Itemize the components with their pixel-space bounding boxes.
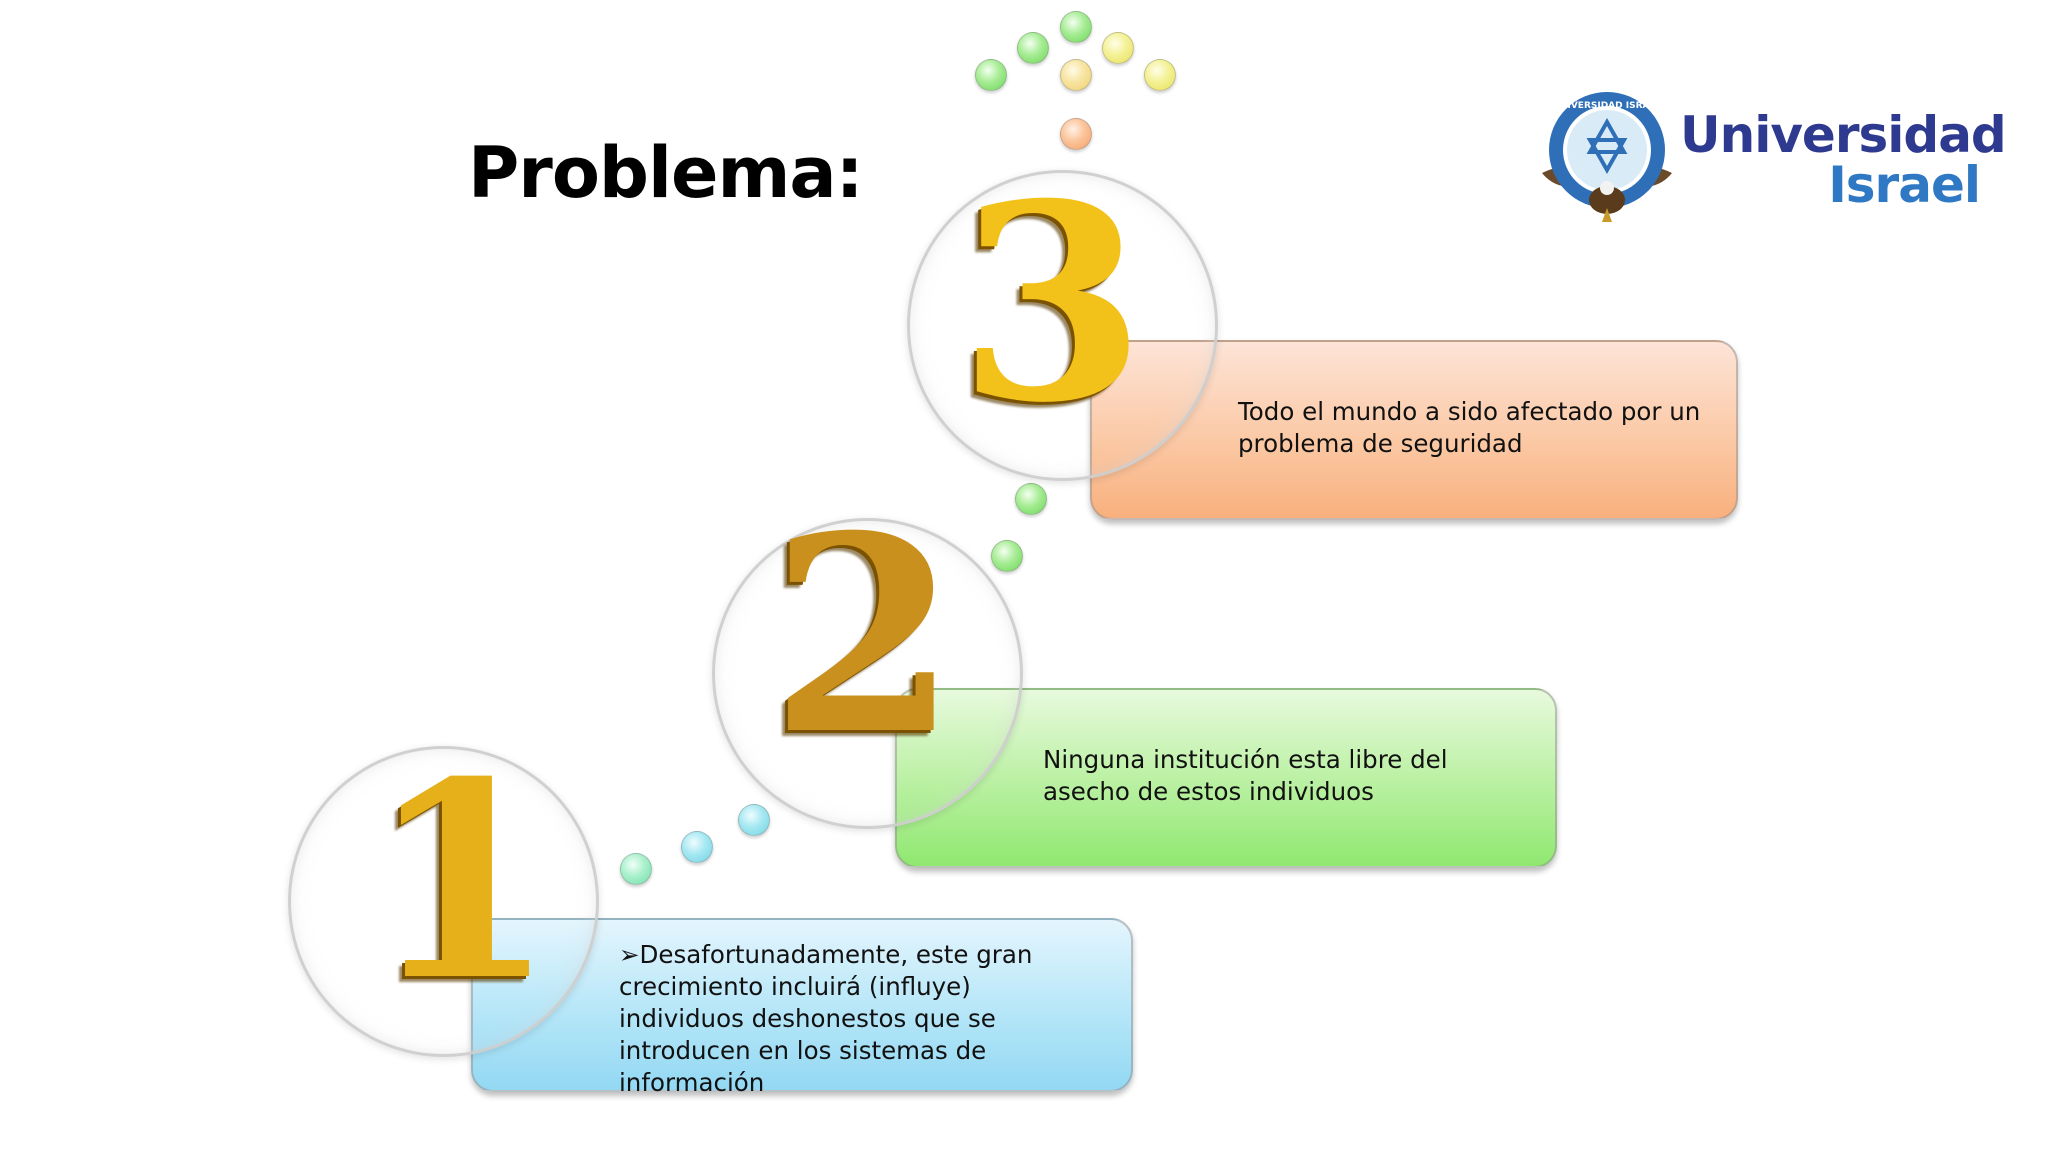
university-seal-icon: UNIVERSIDAD ISRAEL: [1542, 92, 1672, 222]
logo-wordmark: Universidad Israel: [1680, 106, 2007, 214]
logo-line-1: Universidad: [1680, 106, 2007, 164]
step-2-number: 2: [770, 476, 958, 794]
decor-dot: [681, 831, 713, 863]
decor-dot: [1102, 32, 1134, 64]
decor-dot: [1017, 32, 1049, 64]
step-3-circle: [907, 170, 1218, 481]
slide-title: Problema:: [468, 132, 864, 214]
university-logo: UNIVERSIDAD ISRAEL Universidad Israel: [1532, 88, 2007, 228]
svg-text:UNIVERSIDAD ISRAEL: UNIVERSIDAD ISRAEL: [1553, 101, 1662, 111]
step-1-circle: [288, 746, 599, 1057]
decor-dot: [991, 540, 1023, 572]
decor-dot: [1060, 118, 1092, 150]
step-2-text: Ninguna institución esta libre del asech…: [1043, 745, 1448, 806]
decor-dot: [738, 804, 770, 836]
step-3-text: Todo el mundo a sido afectado por un pro…: [1238, 397, 1701, 458]
step-3-number: 3: [958, 144, 1146, 462]
step-2-circle: [712, 518, 1023, 829]
logo-line-2: Israel: [1828, 156, 1981, 214]
step-1-number: 1: [368, 722, 556, 1040]
decor-dot: [1060, 11, 1092, 43]
decor-dot: [1015, 483, 1047, 515]
decor-dot: [975, 59, 1007, 91]
decor-dot: [1060, 59, 1092, 91]
step-1-text: ➢Desafortunadamente, este gran crecimien…: [619, 940, 1033, 1097]
decor-dot: [620, 853, 652, 885]
decor-dot: [1144, 59, 1176, 91]
